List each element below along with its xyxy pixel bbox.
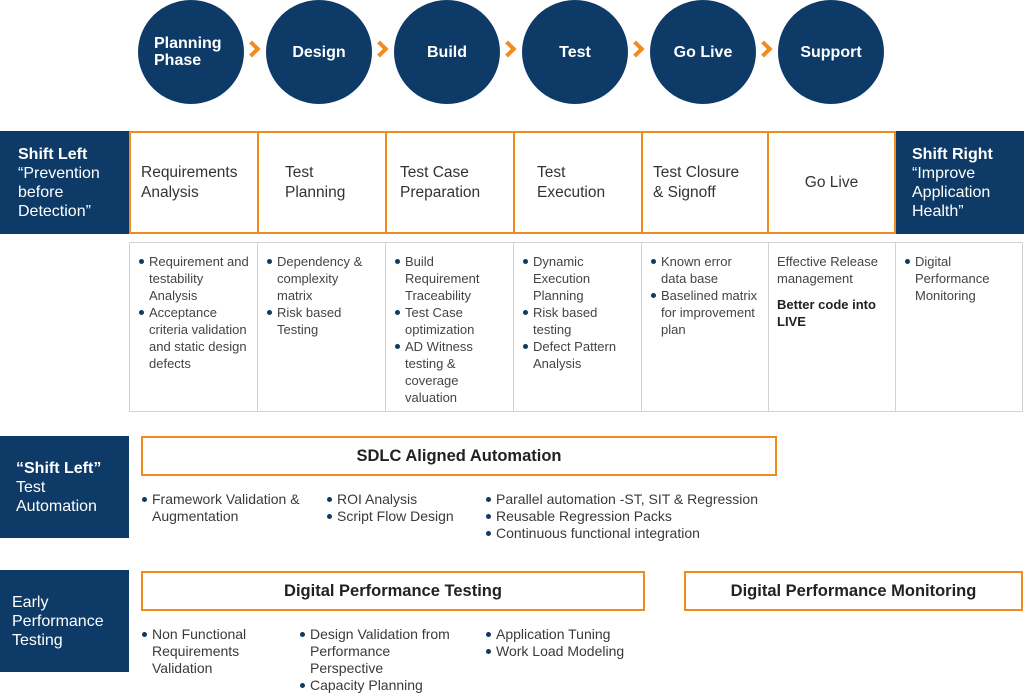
- list-item: ROI Analysis: [326, 491, 476, 508]
- list-item: Test Case optimization: [394, 304, 505, 338]
- shift-left-subtitle: before: [18, 183, 64, 201]
- list-item: AD Witness testing & coverage valuation: [394, 338, 505, 406]
- list-item: Continuous functional integration: [485, 525, 805, 542]
- phase-label: Go Live: [673, 43, 733, 61]
- chevron-right-icon: [371, 40, 389, 58]
- stage-header-label: Requirements: [141, 163, 238, 181]
- phase-label: Phase: [154, 52, 202, 69]
- list-item: Dynamic Execution Planning: [522, 253, 633, 304]
- shift-right-subtitle: Application: [912, 183, 991, 201]
- stage-header-label: Test: [537, 163, 566, 181]
- performance-monitoring-banner: Digital Performance Monitoring: [684, 571, 1023, 611]
- shift-right-box: Shift Right “Improve Application Health”: [895, 131, 1024, 234]
- list-item: Capacity Planning: [299, 677, 464, 694]
- automation-banner: SDLC Aligned Automation: [141, 436, 777, 476]
- phase-label: Support: [800, 43, 862, 61]
- list-item: Defect Pattern Analysis: [522, 338, 633, 372]
- phase-label: Planning: [154, 35, 222, 52]
- stage-header-label: & Signoff: [653, 183, 716, 201]
- stage-detail-support: Digital Performance Monitoring: [895, 242, 1023, 412]
- list-item: Non Functional Requirements Validation: [141, 626, 271, 677]
- performance-testing-banner-title: Digital Performance Testing: [284, 581, 502, 600]
- phase-label: Test: [559, 43, 591, 61]
- list-item: Digital Performance Monitoring: [904, 253, 1014, 304]
- shift-left-subtitle: “Prevention: [18, 164, 100, 182]
- shift-right-title: Shift Right: [912, 145, 993, 163]
- stage-header-go-live: Go Live: [767, 131, 896, 234]
- stage-detail-requirements: Requirement and testability Analysis Acc…: [129, 242, 258, 412]
- detail-text: Effective Release management: [777, 254, 878, 286]
- phase-label: Build: [427, 43, 467, 61]
- automation-label-title: “Shift Left”: [16, 459, 102, 477]
- stage-header-label: Test Closure: [653, 163, 740, 181]
- automation-label-text: Test: [16, 478, 46, 496]
- automation-list-3: Parallel automation -ST, SIT & Regressio…: [485, 491, 805, 542]
- performance-list-3: Application Tuning Work Load Modeling: [485, 626, 685, 660]
- stage-header-label: Go Live: [804, 173, 859, 191]
- automation-list-1: Framework Validation & Augmentation: [141, 491, 311, 525]
- chevron-right-icon: [499, 40, 517, 58]
- shift-left-box: Shift Left “Prevention before Detection”: [0, 131, 129, 234]
- stage-detail-test-planning: Dependency & complexity matrix Risk base…: [257, 242, 386, 412]
- list-item: Application Tuning: [485, 626, 685, 643]
- stage-header-label: Analysis: [141, 183, 199, 201]
- list-item: Framework Validation & Augmentation: [141, 491, 311, 525]
- list-item: Reusable Regression Packs: [485, 508, 805, 525]
- stage-header-label: Planning: [285, 183, 346, 201]
- automation-label-text: Automation: [16, 497, 97, 515]
- performance-monitoring-banner-title: Digital Performance Monitoring: [730, 581, 977, 600]
- list-item: Risk based testing: [522, 304, 633, 338]
- stage-detail-test-closure: Known error data base Baselined matrix f…: [641, 242, 769, 412]
- stage-header-test-closure: Test Closure & Signoff: [641, 131, 769, 234]
- performance-label-text: Early: [12, 593, 49, 611]
- list-item: Acceptance criteria validation and stati…: [138, 304, 249, 372]
- stage-header-label: Test: [285, 163, 314, 181]
- stage-detail-test-execution: Dynamic Execution Planning Risk based te…: [513, 242, 642, 412]
- list-item: Work Load Modeling: [485, 643, 685, 660]
- shift-right-subtitle: “Improve: [912, 164, 976, 182]
- list-item: Requirement and testability Analysis: [138, 253, 249, 304]
- automation-label-box: “Shift Left” Test Automation: [0, 436, 129, 538]
- list-item: Dependency & complexity matrix: [266, 253, 377, 304]
- performance-label-text: Testing: [12, 631, 63, 649]
- stage-header-label: Execution: [537, 183, 606, 201]
- phase-test: Test: [522, 0, 628, 104]
- list-item: Build Requirement Traceability: [394, 253, 505, 304]
- list-item: Baselined matrix for improvement plan: [650, 287, 760, 338]
- performance-list-1: Non Functional Requirements Validation: [141, 626, 271, 677]
- stage-header-label: Preparation: [400, 183, 481, 201]
- phase-build: Build: [394, 0, 500, 104]
- list-item: Parallel automation -ST, SIT & Regressio…: [485, 491, 805, 508]
- chevron-right-icon: [243, 40, 261, 58]
- shift-right-subtitle: Health”: [912, 202, 964, 220]
- list-item: Design Validation from Performance Persp…: [299, 626, 464, 677]
- chevron-right-icon: [755, 40, 773, 58]
- stage-detail-go-live: Effective Release management Better code…: [768, 242, 896, 412]
- performance-label-box: Early Performance Testing: [0, 570, 129, 672]
- stage-detail-test-case-preparation: Build Requirement Traceability Test Case…: [385, 242, 514, 412]
- automation-list-2: ROI Analysis Script Flow Design: [326, 491, 476, 525]
- performance-label-text: Performance: [12, 612, 104, 630]
- performance-testing-banner: Digital Performance Testing: [141, 571, 645, 611]
- shift-left-subtitle: Detection”: [18, 202, 91, 220]
- performance-list-2: Design Validation from Performance Persp…: [299, 626, 464, 694]
- phase-support: Support: [778, 0, 884, 104]
- automation-banner-title: SDLC Aligned Automation: [356, 446, 562, 465]
- list-item: Script Flow Design: [326, 508, 476, 525]
- detail-highlight: Better code into LIVE: [777, 297, 876, 329]
- stage-header-label: Test Case: [400, 163, 469, 181]
- shift-left-title: Shift Left: [18, 145, 88, 163]
- list-item: Risk based Testing: [266, 304, 377, 338]
- phase-design: Design: [266, 0, 372, 104]
- phase-go-live: Go Live: [650, 0, 756, 104]
- chevron-right-icon: [627, 40, 645, 58]
- list-item: Known error data base: [650, 253, 760, 287]
- phase-label: Design: [292, 43, 346, 61]
